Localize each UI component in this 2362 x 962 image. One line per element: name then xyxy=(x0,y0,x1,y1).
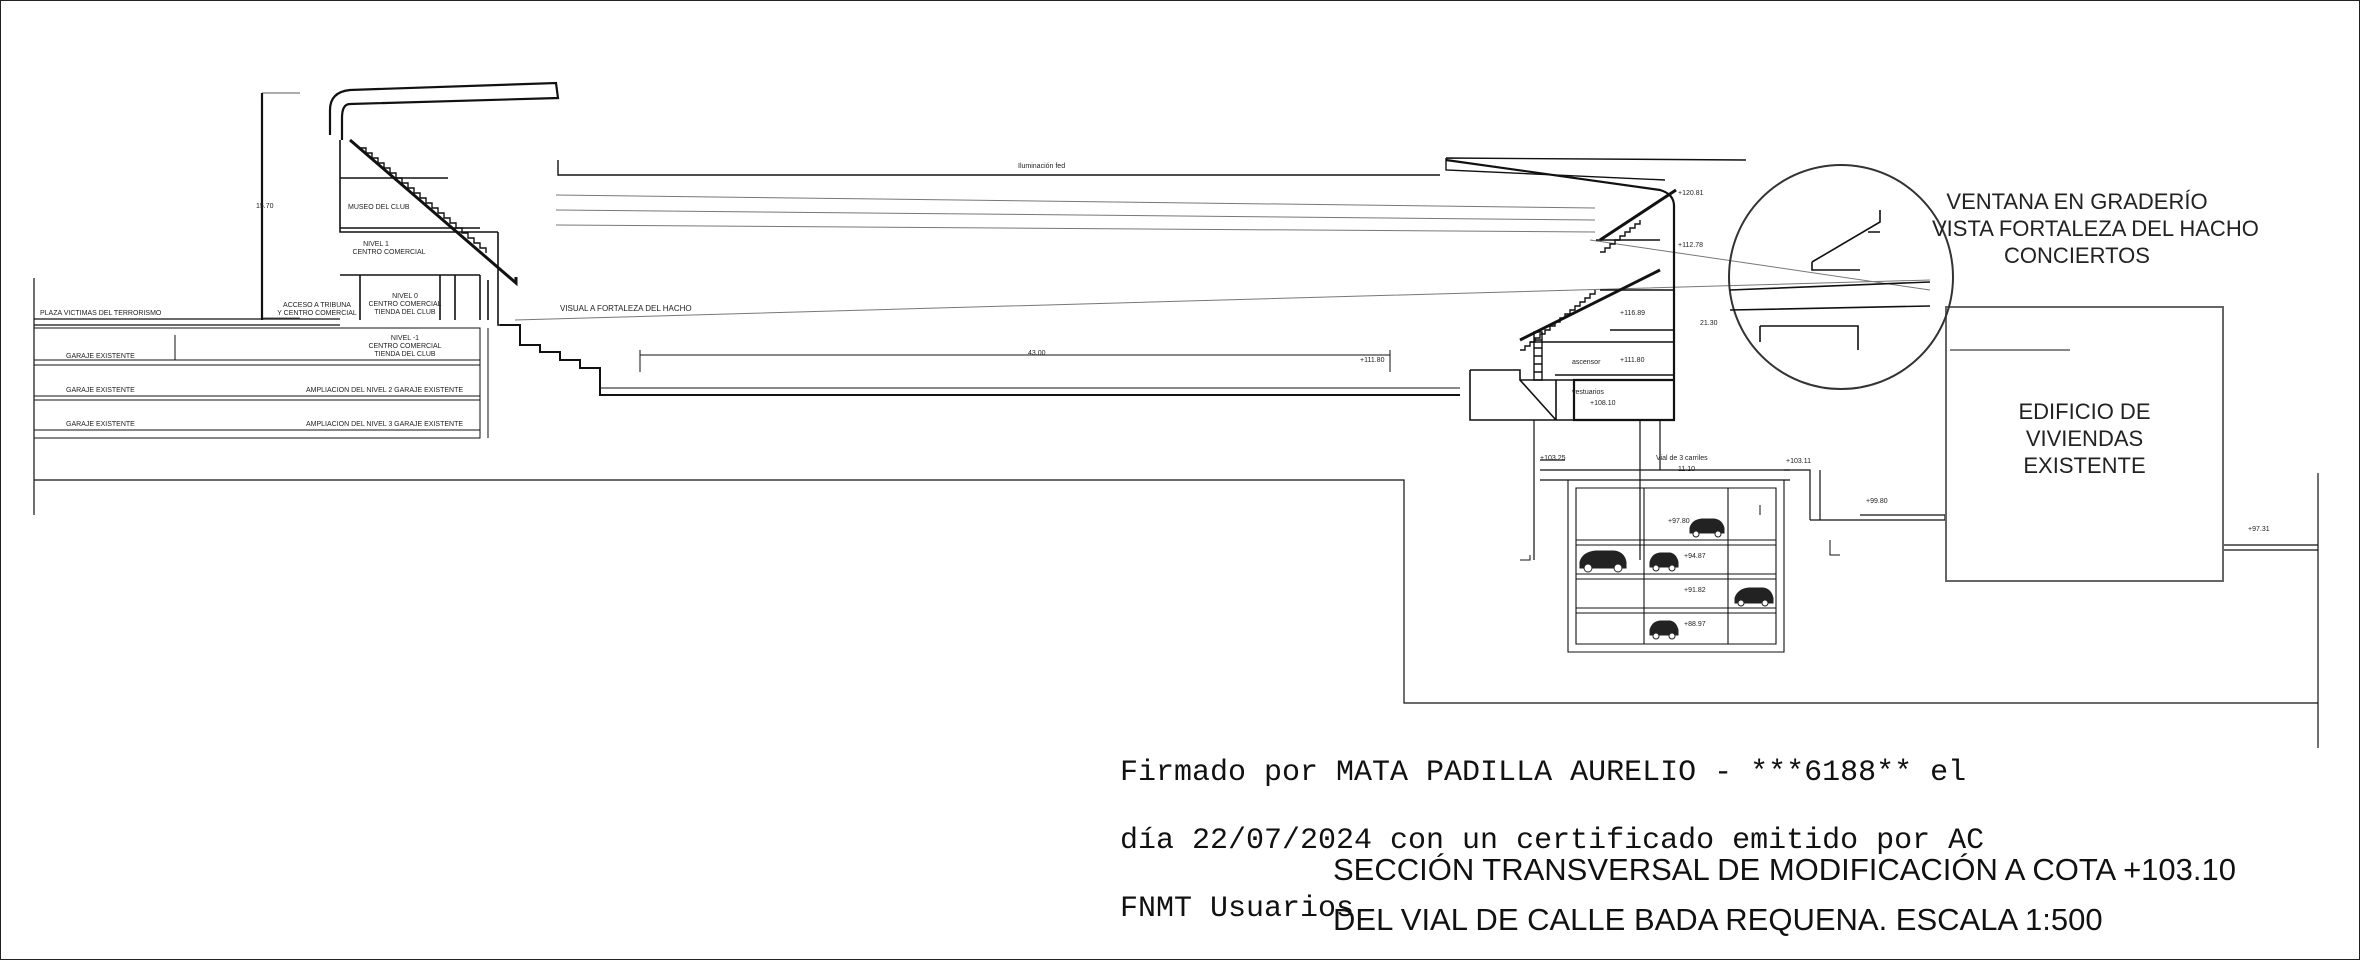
callout-line-3: CONCIERTOS xyxy=(2004,243,2150,269)
sight-lines xyxy=(514,194,1931,321)
label-garaje-1: GARAJE EXISTENTE xyxy=(66,353,135,360)
east-stand-roof xyxy=(1445,158,1676,422)
car-icon xyxy=(1649,620,1679,636)
signature-line-2: día 22/07/2024 con un certificado emitid… xyxy=(1120,824,1985,858)
level-marker: +111.80 xyxy=(1620,357,1645,364)
lower-west-stand xyxy=(500,324,1460,396)
canopy-lines xyxy=(557,157,1747,181)
label-ampliacion-2: AMPLIACION DEL NIVEL 2 GARAJE EXISTENTE xyxy=(306,387,464,394)
east-stand-rake xyxy=(1519,188,1677,342)
label-acceso-1: ACCESO A TRIBUNA xyxy=(283,302,351,309)
label-museo: MUSEO DEL CLUB xyxy=(348,204,410,211)
garage-levels xyxy=(34,327,489,439)
underground-parking xyxy=(1567,479,1785,653)
label-tienda-a: TIENDA DEL CLUB xyxy=(374,309,436,316)
label-visual: VISUAL A FORTALEZA DEL HACHO xyxy=(560,304,692,313)
section-markers xyxy=(1520,349,2070,561)
west-stand-roof xyxy=(260,81,560,320)
level-marker: +116.89 xyxy=(1620,310,1645,317)
label-acceso-2: Y CENTRO COMERCIAL xyxy=(277,310,357,317)
terrain-east xyxy=(1784,469,2318,551)
edificio-label: EDIFICIO DE VIVIENDAS EXISTENTE xyxy=(1946,398,2223,479)
level-marker: +103.11 xyxy=(1786,458,1811,465)
level-marker: +108.10 xyxy=(1590,400,1616,407)
level-marker: +120.81 xyxy=(1678,190,1704,197)
car-icon xyxy=(1579,550,1627,569)
level-marker: +94.87 xyxy=(1684,553,1706,560)
level-marker: +97.80 xyxy=(1668,518,1690,525)
label-nivel-0: NIVEL 0 xyxy=(392,293,418,300)
label-ascensor: ascensor xyxy=(1572,359,1601,366)
drawing-title-line-2: DEL VIAL DE CALLE BADA REQUENA. ESCALA 1… xyxy=(1333,902,2103,937)
callout-text: VENTANA EN GRADERÍO VISTA FORTALEZA DEL … xyxy=(1932,188,2259,269)
label-ampliacion-3: AMPLIACION DEL NIVEL 3 GARAJE EXISTENTE xyxy=(306,421,464,428)
window-detail-callout xyxy=(1728,164,1954,390)
height-dimension xyxy=(262,92,300,319)
level-marker: +103.25 xyxy=(1540,455,1566,462)
west-stand-body xyxy=(339,140,515,326)
callout-line-1: VENTANA EN GRADERÍO xyxy=(1946,189,2208,214)
label-garaje-3: GARAJE EXISTENTE xyxy=(66,421,135,428)
label-span-dim: 43.00 xyxy=(1028,350,1046,357)
label-vial-dim: 11.10 xyxy=(1678,466,1695,473)
label-iluminacion: Iluminación fed xyxy=(1018,163,1066,170)
level-marker: +91.82 xyxy=(1684,587,1706,594)
drawing-title-line-1: SECCIÓN TRANSVERSAL DE MODIFICACIÓN A CO… xyxy=(1333,852,2236,887)
label-centro-comercial-c: CENTRO COMERCIAL xyxy=(368,343,442,350)
west-stand-steps xyxy=(360,147,487,253)
west-stand-rake xyxy=(349,138,518,287)
label-nivel-m1: NIVEL -1 xyxy=(390,335,420,342)
level-marker: +112.78 xyxy=(1678,242,1703,249)
level-marker: +111.80 xyxy=(1360,357,1385,364)
edificio-line-3: EXISTENTE xyxy=(2023,453,2146,479)
callout-line-2: VISTA FORTALEZA DEL HACHO xyxy=(1932,216,2259,242)
label-garaje-2: GARAJE EXISTENTE xyxy=(66,387,135,394)
label-vestuarios: vestuarios xyxy=(1572,389,1604,396)
level-marker: +97.31 xyxy=(2248,526,2270,533)
signature-line-3: FNMT Usuarios xyxy=(1120,892,1355,926)
label-side-dim: 21.30 xyxy=(1700,320,1718,327)
label-tienda-b: TIENDA DEL CLUB xyxy=(374,351,436,358)
label-centro-comercial-a: CENTRO COMERCIAL xyxy=(352,249,426,256)
digital-signature: Firmado por MATA PADILLA AURELIO - ***61… xyxy=(1120,722,2140,960)
car-icon xyxy=(1689,518,1725,534)
label-vial: Vial de 3 carriles xyxy=(1656,455,1708,462)
signature-line-1: Firmado por MATA PADILLA AURELIO - ***61… xyxy=(1120,756,1967,790)
east-stand-body xyxy=(1469,239,1674,421)
stair-core xyxy=(1533,331,1543,381)
label-plaza: PLAZA VICTIMAS DEL TERRORISMO xyxy=(40,310,162,317)
east-stand-steps xyxy=(1520,220,1641,351)
label-nivel-1: NIVEL 1 xyxy=(363,241,389,248)
label-height-dim: 15.70 xyxy=(256,203,274,210)
edificio-line-1: EDIFICIO DE xyxy=(2018,399,2151,424)
edificio-line-2: VIVIENDAS xyxy=(2025,426,2144,452)
existing-building xyxy=(1945,306,2224,582)
pitch-line xyxy=(600,350,1460,389)
plaza-ground-line xyxy=(34,318,340,326)
level-marker: +99.80 xyxy=(1866,498,1888,505)
parked-cars xyxy=(1579,518,1774,640)
car-icon xyxy=(1734,587,1774,604)
road-line xyxy=(1533,420,1790,560)
label-centro-comercial-b: CENTRO COMERCIAL xyxy=(368,301,442,308)
car-icon xyxy=(1649,552,1679,568)
level-marker: +88.97 xyxy=(1684,621,1706,628)
